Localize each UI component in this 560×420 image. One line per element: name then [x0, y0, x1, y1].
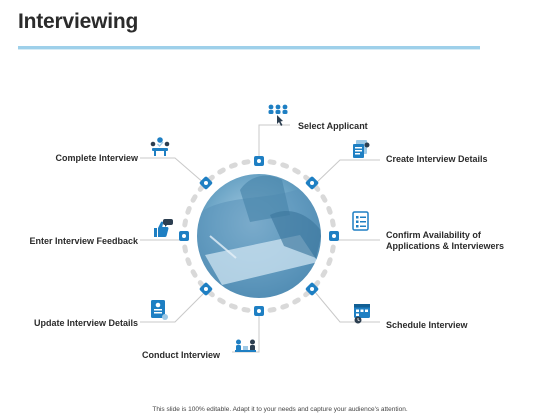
interview-desk-icon [235, 339, 256, 352]
ring-segment [228, 162, 238, 169]
connector-schedule [314, 291, 380, 323]
ring-segment [280, 162, 290, 169]
step-label-confirm-line2: Applications & Interviewers [386, 241, 505, 251]
ring-segment [280, 303, 290, 310]
checklist-icon [352, 211, 369, 231]
ring-segment [241, 159, 251, 165]
connector-lines [140, 124, 380, 353]
ring-segment [267, 307, 277, 313]
people-pointer-icon [268, 104, 288, 126]
ring-segment [241, 307, 251, 313]
ring-segment [190, 194, 198, 203]
step-label-update-details: Update Interview Details [33, 318, 138, 328]
ring-segment [330, 218, 336, 228]
step-label-confirm-line1: Confirm Availability of [386, 230, 481, 240]
ring-marker-step-1 [254, 156, 264, 166]
ring-segment [292, 297, 301, 305]
ring-marker-step-5 [254, 306, 264, 316]
ring-segment [292, 167, 301, 175]
ring-segment [326, 205, 333, 215]
ring-segment [326, 257, 333, 267]
ring-segment [320, 194, 328, 203]
ring-segment [182, 218, 188, 228]
ring-marker-step-6 [199, 282, 213, 296]
ring-marker-step-3 [329, 231, 339, 241]
footer-note: This slide is 100% editable. Adapt it to… [152, 406, 408, 413]
step-label-complete: Complete Interview [55, 153, 138, 163]
document-stack-icon [353, 140, 370, 158]
ring-marker-step-8 [199, 176, 213, 190]
ring-marker-step-4 [305, 282, 319, 296]
step-label-conduct: Conduct Interview [141, 350, 220, 360]
connector-complete [140, 157, 206, 185]
connector-create-details [314, 159, 380, 185]
ring-segment [185, 257, 192, 267]
calendar-clock-icon [354, 304, 370, 324]
step-label-select-applicant: Select Applicant [298, 121, 368, 131]
step-label-create-details: Create Interview Details [386, 154, 488, 164]
slide-title: Interviewing [18, 10, 139, 33]
ring-segment [190, 269, 198, 278]
center-photo [196, 173, 322, 299]
ring-segment [217, 297, 226, 305]
connector-update-details [140, 291, 206, 323]
resume-icon [151, 300, 168, 320]
ring-segment [267, 159, 277, 165]
ring-segment [320, 269, 328, 278]
connector-select-applicant [258, 124, 290, 162]
step-label-feedback: Enter Interview Feedback [29, 236, 138, 246]
ring-segment [182, 244, 188, 254]
thumbs-up-chat-icon [154, 219, 173, 237]
ring-marker-step-7 [179, 231, 189, 241]
step-label-schedule: Schedule Interview [386, 320, 468, 330]
title-underline [18, 46, 480, 50]
meeting-table-icon [150, 137, 170, 156]
ring-segment [228, 303, 238, 310]
ring-segment [330, 244, 336, 254]
step-label-confirm-availability: Confirm Availability of Applications & I… [386, 230, 504, 252]
ring-marker-step-2 [305, 176, 319, 190]
ring-markers [179, 156, 339, 316]
ring-segment [185, 205, 192, 215]
ring-segment [217, 167, 226, 175]
